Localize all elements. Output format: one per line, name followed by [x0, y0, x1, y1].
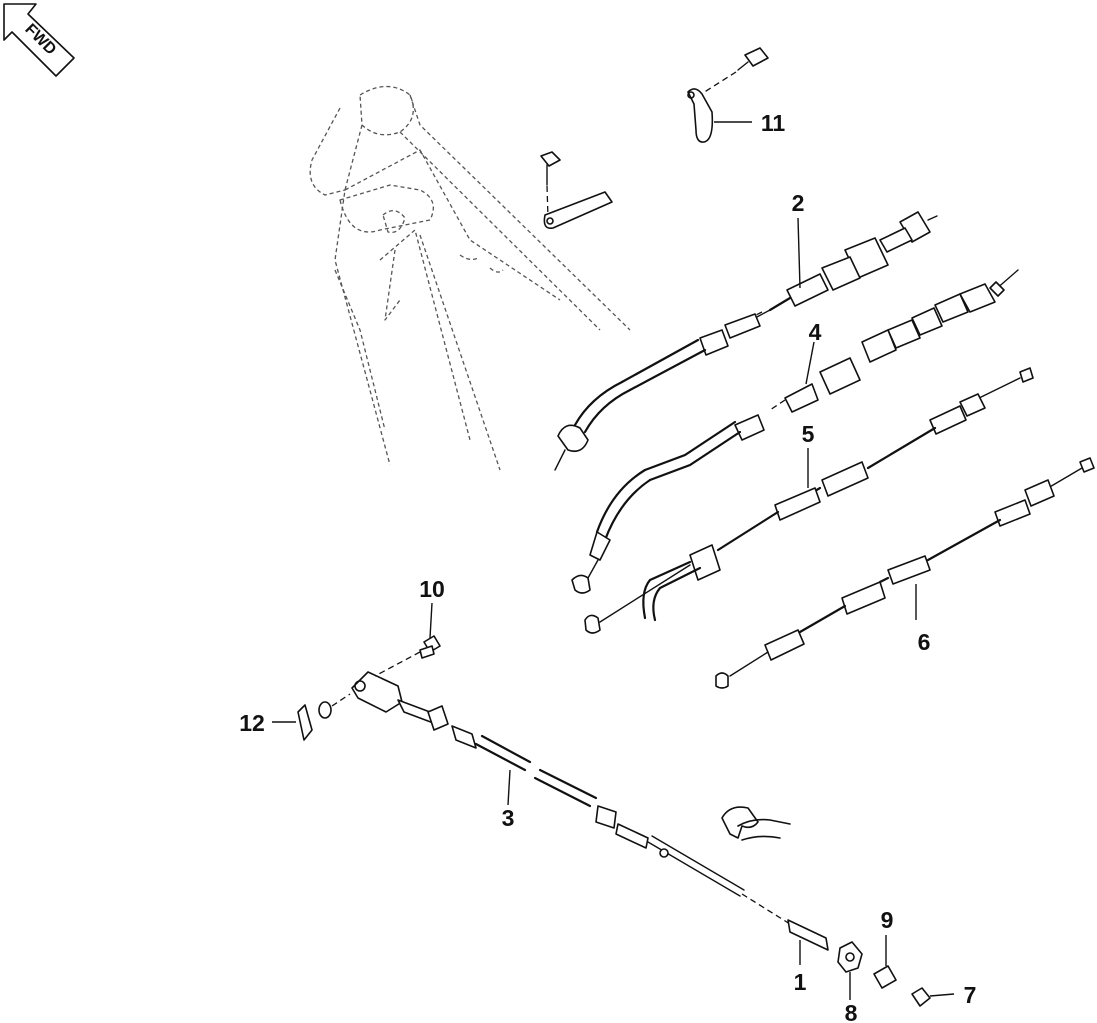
callout-1: 1 [794, 969, 807, 995]
callout-labels: 1 2 3 4 5 6 7 8 9 10 11 12 [239, 110, 976, 1023]
forward-arrow-icon [3, 3, 75, 77]
callout-8: 8 [845, 1000, 858, 1023]
part-8-nut [837, 941, 863, 973]
strap-and-bolt [540, 151, 613, 230]
part-7-cap [911, 987, 931, 1007]
callout-10: 10 [419, 576, 445, 602]
callout-6: 6 [918, 629, 931, 655]
part-4-cable [571, 269, 1019, 594]
fwd-badge: FWD [3, 3, 75, 77]
part-10-pin [374, 635, 441, 677]
callout-7: 7 [964, 982, 977, 1008]
part-3-cable [351, 671, 829, 951]
part-6-cable [715, 457, 1095, 689]
callout-12: 12 [239, 710, 265, 736]
frame-phantom [309, 85, 631, 471]
part-5-cable [584, 367, 1034, 634]
part-11-clamp [687, 47, 769, 143]
callout-3: 3 [502, 805, 515, 831]
leader-lines [272, 121, 955, 1000]
callout-5: 5 [802, 421, 815, 447]
callout-4: 4 [809, 319, 822, 345]
callout-2: 2 [792, 190, 805, 216]
part-9-sleeve [873, 965, 897, 989]
callout-11: 11 [761, 110, 786, 136]
part-2-cable [554, 211, 938, 471]
handlebar-detail [721, 806, 791, 841]
part-12-cotter-pin [297, 693, 351, 741]
callout-9: 9 [881, 907, 894, 933]
